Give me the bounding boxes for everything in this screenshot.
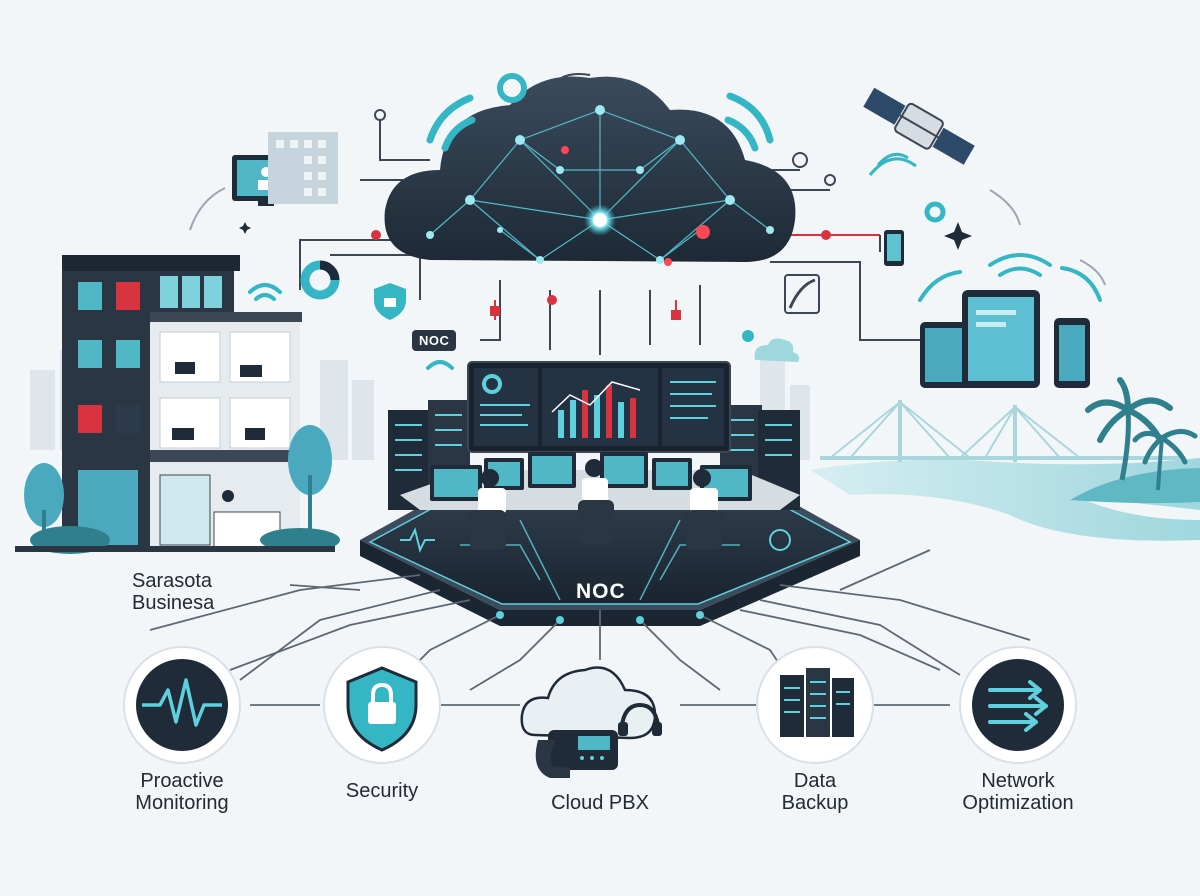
satellite-icon (863, 87, 975, 176)
service-label-backup: Data Backup (745, 770, 885, 815)
server-rack-icon (780, 668, 854, 737)
ground-line (15, 546, 335, 552)
noc-tag: NOC (412, 330, 457, 351)
smartphone-icon (884, 230, 904, 266)
service-monitoring (123, 646, 241, 764)
sparkle-icon (239, 222, 972, 250)
connection-nodes (371, 109, 836, 320)
gear-icon (924, 201, 946, 223)
service-label-line1: Data (793, 770, 837, 792)
cloud-small-icon (754, 338, 800, 362)
operator-desks (400, 452, 800, 550)
video-wall (467, 361, 731, 453)
business-label-line2: Businesa (132, 592, 215, 615)
business-label: Sarasota Businesa (132, 570, 214, 615)
arrows-right-icon (988, 680, 1048, 732)
palm-tree-icon (1085, 377, 1198, 491)
service-label-line2: Optimization (962, 792, 1074, 815)
connection-dots (496, 611, 704, 624)
service-connections (149, 549, 1031, 706)
service-label-security: Security (312, 780, 452, 802)
service-label-line1: Cloud PBX (551, 792, 649, 814)
flow-arrows (189, 187, 1106, 286)
service-label-line2: Backup (781, 792, 849, 815)
service-label-line1: Network (981, 770, 1055, 792)
business-label-line1: Sarasota (132, 570, 213, 592)
gear-icon (497, 73, 527, 103)
smartphone-icon (1054, 318, 1090, 388)
service-optimization (959, 646, 1077, 764)
satellite-dish-icon (784, 274, 820, 314)
tablet-large-icon (962, 290, 1040, 388)
service-label-pbx: Cloud PBX (525, 792, 675, 814)
bay-landscape (810, 458, 1200, 541)
bridge-illustration (820, 400, 1180, 462)
wifi-icon (248, 253, 1102, 370)
cloud-network (384, 76, 796, 266)
service-label-monitoring: Proactive Monitoring (112, 770, 252, 815)
office-building (62, 255, 302, 550)
service-label-line1: Proactive (140, 770, 224, 792)
service-label-line1: Security (345, 780, 419, 802)
shield-lock-small-icon (374, 283, 406, 320)
wifi-icon (426, 92, 774, 152)
heartbeat-icon (142, 678, 222, 727)
service-security (323, 646, 441, 764)
service-pbx (520, 666, 662, 778)
noc-platform-label: NOC (576, 580, 626, 603)
location-pin-icon (742, 330, 754, 342)
office-tower-icon (268, 132, 338, 204)
donut-chart-icon (300, 260, 340, 300)
cloud-phone-icon (520, 666, 657, 740)
service-backup (756, 646, 874, 764)
service-label-optimization: Network Optimization (938, 770, 1098, 815)
service-label-line2: Monitoring (135, 792, 229, 815)
